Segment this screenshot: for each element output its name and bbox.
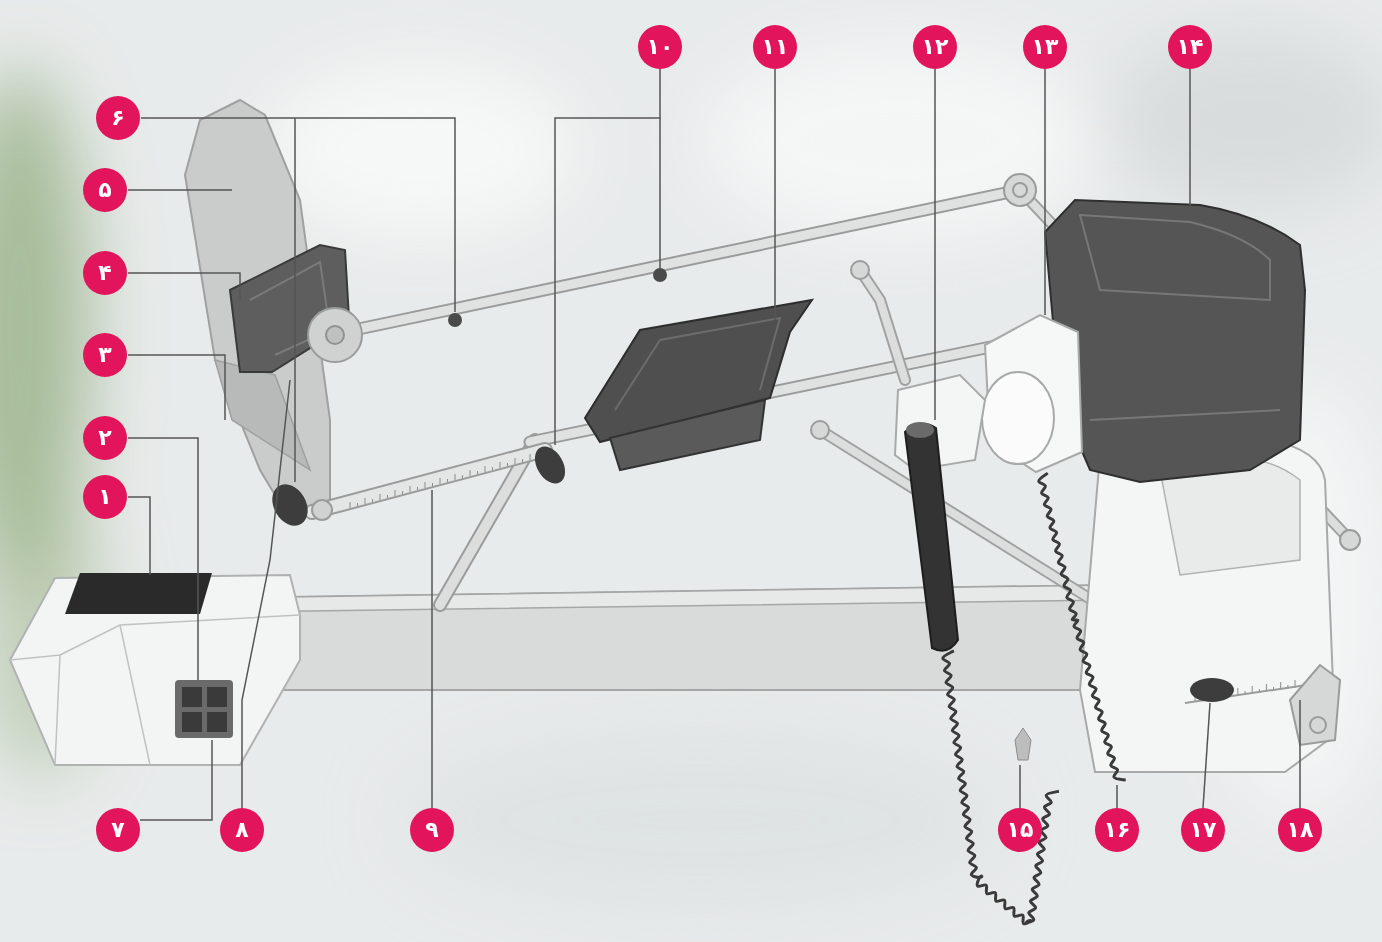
callout-circle: ۱۶ bbox=[1095, 808, 1139, 852]
callout-circle: ۳ bbox=[83, 333, 127, 377]
callout-number: ۷ bbox=[111, 819, 124, 841]
callout-number: ۱۱ bbox=[762, 36, 789, 58]
callout-circle: ۱۸ bbox=[1278, 808, 1322, 852]
callout-circle: ۱۵ bbox=[998, 808, 1042, 852]
callout-number: ۴ bbox=[98, 262, 111, 284]
callout-circle: ۱ bbox=[83, 475, 127, 519]
callout-circle: ۱۴ bbox=[1168, 25, 1212, 69]
callout-circle: ۴ bbox=[83, 251, 127, 295]
callout-number: ۱۴ bbox=[1177, 36, 1204, 58]
callout-circle: ۶ bbox=[96, 96, 140, 140]
callout-circle: ۷ bbox=[96, 808, 140, 852]
callout-circle: ۹ bbox=[410, 808, 454, 852]
callout-number: ۱۸ bbox=[1287, 819, 1314, 841]
callout-number: ۱۶ bbox=[1104, 819, 1131, 841]
callout-number: ۹ bbox=[425, 819, 438, 841]
callout-circle: ۱۷ bbox=[1181, 808, 1225, 852]
callout-circle: ۲ bbox=[83, 416, 127, 460]
callout-number: ۱۰ bbox=[647, 36, 674, 58]
callout-number: ۸ bbox=[235, 819, 248, 841]
callout-number: ۱۵ bbox=[1007, 819, 1034, 841]
callout-circle: ۸ bbox=[220, 808, 264, 852]
callout-number: ۶ bbox=[111, 107, 124, 129]
callout-number: ۲ bbox=[98, 427, 111, 449]
callout-number: ۱۳ bbox=[1032, 36, 1059, 58]
callout-circle: ۱۰ bbox=[638, 25, 682, 69]
callout-number: ۱۷ bbox=[1190, 819, 1217, 841]
callout-number: ۱ bbox=[98, 486, 111, 508]
leader-lines bbox=[128, 69, 1300, 820]
callout-number: ۱۲ bbox=[922, 36, 949, 58]
callout-number: ۵ bbox=[98, 179, 111, 201]
callout-circle: ۱۲ bbox=[913, 25, 957, 69]
callout-number: ۳ bbox=[98, 344, 111, 366]
callout-circle: ۵ bbox=[83, 168, 127, 212]
callout-circle: ۱۱ bbox=[753, 25, 797, 69]
callout-circle: ۱۳ bbox=[1023, 25, 1067, 69]
